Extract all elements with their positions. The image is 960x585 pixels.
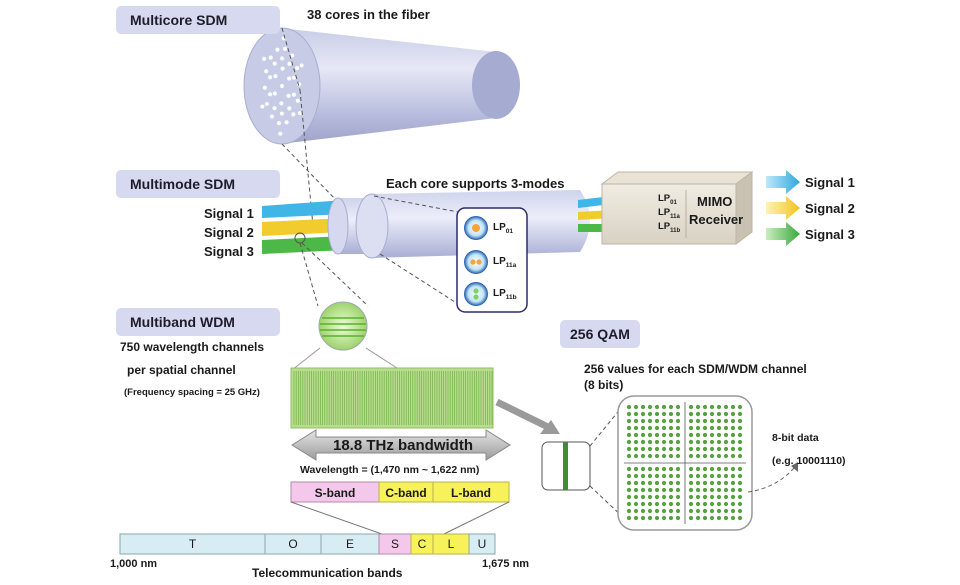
- multicore-caption: 38 cores in the fiber: [307, 7, 430, 22]
- mode-label-lp11b: LP11b: [493, 288, 517, 301]
- telecom-max: 1,675 nm: [482, 558, 530, 570]
- telecom-bar: [119, 533, 496, 555]
- telecom-band-s: S: [390, 537, 399, 551]
- qam-constellation: [617, 395, 798, 531]
- input-signal-1: Signal 1: [204, 206, 254, 221]
- receiver-title-line2: Receiver: [689, 212, 744, 227]
- multiband-note: (Frequency spacing = 25 GHz): [124, 387, 260, 398]
- single-channel: [541, 401, 627, 521]
- multimode-caption: Each core supports 3-modes: [386, 176, 565, 191]
- qam-line1: 256 values for each SDM/WDM channel: [584, 362, 807, 376]
- receiver-title-line1: MIMO: [697, 194, 733, 209]
- multiband-line2: per spatial channel: [127, 363, 236, 377]
- wavelength-range: Wavelength = (1,470 nm ~ 1,622 nm): [300, 464, 480, 476]
- bandwidth-arrow: [291, 429, 511, 461]
- fiber-cores: [260, 36, 304, 136]
- qam-data-line2: (e.g. 10001110): [772, 455, 846, 467]
- qam-data-line1: 8-bit data: [772, 432, 819, 444]
- qam-label: 256 QAM: [560, 320, 640, 348]
- telecom-band-c: C: [417, 537, 427, 551]
- input-signal-3: Signal 3: [204, 244, 254, 259]
- multimode-label: Multimode SDM: [116, 170, 280, 198]
- zoom-marker: [291, 232, 401, 371]
- output-arrows: [766, 170, 800, 246]
- telecom-band-e: E: [345, 537, 354, 551]
- mode-label-lp11a: LP11a: [493, 256, 517, 269]
- telecom-min: 1,000 nm: [110, 558, 158, 570]
- band-row: [290, 481, 510, 535]
- telecom-title: Telecommunication bands: [252, 566, 403, 580]
- channel-arrow: [495, 398, 560, 434]
- mode-inset: [456, 207, 528, 313]
- telecom-band-l: L: [447, 537, 455, 551]
- output-signal-2: Signal 2: [805, 201, 855, 216]
- receiver-mode-lp11a: LP11a: [658, 207, 680, 220]
- band-l: L-band: [451, 486, 491, 500]
- bandwidth-label: 18.8 THz bandwidth: [332, 437, 473, 454]
- band-c: C-band: [385, 486, 427, 500]
- multimode-fiber: [262, 190, 612, 259]
- multicore-label: Multicore SDM: [116, 6, 280, 34]
- output-signal-3: Signal 3: [805, 227, 855, 242]
- receiver-mode-lp01: LP01: [658, 193, 677, 206]
- multiband-label: Multiband WDM: [116, 308, 280, 336]
- input-signal-streams: [262, 200, 345, 254]
- mode-inset-connectors: [373, 195, 459, 305]
- telecom-band-u: U: [477, 537, 487, 551]
- wdm-spectrum: [290, 367, 494, 429]
- qam-line2: (8 bits): [584, 378, 624, 392]
- input-signal-2: Signal 2: [204, 225, 254, 240]
- telecom-band-t: T: [188, 537, 197, 551]
- mode-label-lp01: LP01: [493, 222, 514, 235]
- output-signal-1: Signal 1: [805, 175, 855, 190]
- telecom-band-o: O: [288, 537, 298, 551]
- receiver-mode-lp11b: LP11b: [658, 221, 681, 234]
- mimo-receiver: [600, 171, 754, 245]
- band-s: S-band: [314, 486, 356, 500]
- multiband-line1: 750 wavelength channels: [120, 340, 265, 354]
- multicore-fiber: [243, 27, 520, 145]
